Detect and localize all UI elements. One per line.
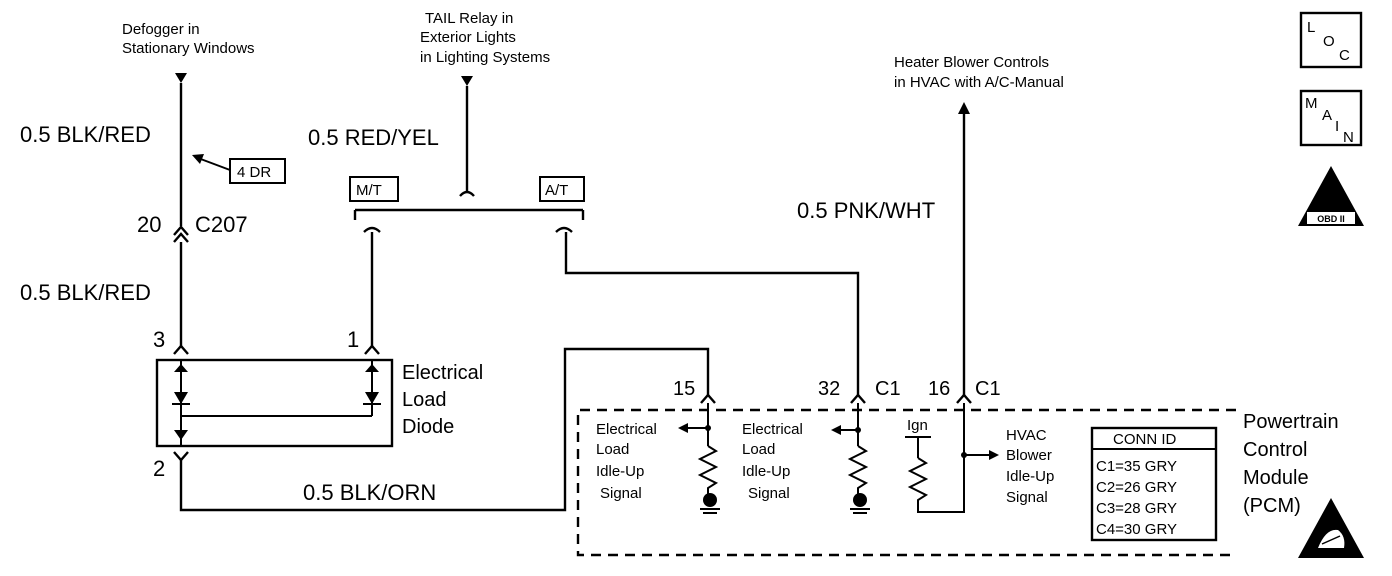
- tail-relay-label-line2: Exterior Lights: [420, 29, 516, 46]
- pcm-pin-16-terminal: [956, 393, 972, 404]
- signal-b-line4: Signal: [748, 485, 790, 502]
- at-tag: A/T: [539, 176, 585, 202]
- defogger-arrow-icon: [175, 73, 187, 83]
- blk-orn-label: 0.5 BLK/ORN: [303, 480, 436, 505]
- tail-relay-arrow-icon: [461, 76, 473, 86]
- conn-id-row: C2=26 GRY: [1096, 479, 1177, 496]
- heater-blower-label-line2: in HVAC with A/C-Manual: [894, 74, 1064, 91]
- diode-pin-1-label: 1: [347, 327, 359, 352]
- mt-splice: [363, 226, 381, 233]
- defogger-label-line1: Defogger in: [122, 21, 200, 38]
- signal-c-line4: Signal: [1006, 489, 1048, 506]
- blk-red-bottom-label: 0.5 BLK/RED: [20, 280, 151, 305]
- pcm-label-line1: Powertrain: [1243, 411, 1339, 433]
- svg-text:N: N: [1343, 129, 1354, 146]
- c207-pin-label: 20: [137, 212, 161, 237]
- loc-icon[interactable]: L O C: [1299, 11, 1363, 69]
- four-door-arrow-icon: [192, 154, 204, 164]
- pcm-pin-15-label: 15: [673, 378, 695, 400]
- pcm-pin-32-terminal: [850, 393, 866, 404]
- svg-text:M: M: [1305, 95, 1318, 112]
- main-icon[interactable]: M A I N: [1299, 89, 1363, 147]
- diode-pin-1-terminal: [364, 344, 380, 355]
- pcm-pin-32-connector: C1: [875, 378, 901, 400]
- ign-label: Ign: [907, 417, 928, 434]
- diode-label-line1: Electrical: [402, 362, 483, 384]
- electrical-load-diode: [155, 358, 394, 448]
- pnk-wht-label: 0.5 PNK/WHT: [797, 198, 935, 223]
- conn-id-table: CONN ID C1=35 GRY C2=26 GRY C3=28 GRY C4…: [1090, 426, 1218, 542]
- diode-pin-3-label: 3: [153, 327, 165, 352]
- pcm-label-line2: Control: [1243, 439, 1307, 461]
- idle-up-circuit-b: [831, 403, 870, 514]
- svg-text:I: I: [1335, 118, 1339, 135]
- defogger-label-line2: Stationary Windows: [122, 40, 255, 57]
- tail-relay-label-line3: in Lighting Systems: [420, 49, 550, 66]
- pcm-label-line3: Module: [1243, 467, 1309, 489]
- signal-a-line2: Load: [596, 441, 629, 458]
- diode-label-line3: Diode: [402, 416, 454, 438]
- at-splice: [555, 226, 573, 233]
- pcm-pin-16-connector: C1: [975, 378, 1001, 400]
- diode-pin-2-label: 2: [153, 456, 165, 481]
- four-door-tag-label: 4 DR: [237, 164, 271, 181]
- signal-c-line2: Blower: [1006, 447, 1052, 464]
- ground-icon: [853, 493, 867, 507]
- c207-connector-icon: [173, 225, 189, 243]
- svg-text:OBD II: OBD II: [1317, 214, 1345, 224]
- svg-text:II: II: [1327, 192, 1336, 209]
- svg-text:C: C: [1339, 47, 1350, 64]
- conn-id-title: CONN ID: [1113, 431, 1177, 448]
- conn-id-row: C3=28 GRY: [1096, 500, 1177, 517]
- heater-blower-arrow-icon: [958, 102, 970, 114]
- signal-b-line1: Electrical: [742, 421, 803, 438]
- diode-pin-2-terminal: [173, 451, 189, 462]
- signal-b-line3: Idle-Up: [742, 463, 790, 480]
- heater-blower-label-line1: Heater Blower Controls: [894, 54, 1049, 71]
- at-tag-label: A/T: [545, 182, 568, 199]
- at-wire: [564, 232, 860, 395]
- svg-text:L: L: [1307, 19, 1315, 36]
- diode-pin-3-terminal: [173, 344, 189, 355]
- mt-tag-label: M/T: [356, 182, 382, 199]
- diode-label-line2: Load: [402, 389, 447, 411]
- conn-id-row: C4=30 GRY: [1096, 521, 1177, 538]
- red-yel-label: 0.5 RED/YEL: [308, 125, 439, 150]
- mt-tag: M/T: [349, 176, 399, 202]
- pcm-pin-15-terminal: [700, 393, 716, 404]
- idle-up-circuit-a: [678, 403, 720, 514]
- four-door-tag: 4 DR: [192, 154, 286, 184]
- red-yel-bus-ends: [353, 210, 585, 220]
- svg-text:A: A: [1322, 107, 1332, 124]
- conn-id-row: C1=35 GRY: [1096, 458, 1177, 475]
- pcm-outline: [576, 408, 1236, 557]
- esd-warning-icon: [1298, 498, 1364, 558]
- svg-text:O: O: [1323, 33, 1335, 50]
- signal-a-line3: Idle-Up: [596, 463, 644, 480]
- signal-b-line2: Load: [742, 441, 775, 458]
- pcm-label-line4: (PCM): [1243, 495, 1301, 517]
- blk-red-top-label: 0.5 BLK/RED: [20, 122, 151, 147]
- signal-c-line3: Idle-Up: [1006, 468, 1054, 485]
- signal-a-line1: Electrical: [596, 421, 657, 438]
- pcm-pin-16-label: 16: [928, 378, 950, 400]
- signal-c-line1: HVAC: [1006, 427, 1047, 444]
- pcm-pin-32-label: 32: [818, 378, 840, 400]
- c207-connector-label: C207: [195, 212, 248, 237]
- blk-orn-wire: [179, 347, 710, 512]
- tail-relay-label-line1: TAIL Relay in: [425, 10, 513, 27]
- signal-a-line4: Signal: [600, 485, 642, 502]
- hvac-idle-up-circuit: [905, 403, 999, 513]
- red-yel-splice: [459, 190, 475, 197]
- obd-ii-icon[interactable]: II OBD II: [1298, 166, 1364, 226]
- ground-icon: [703, 493, 717, 507]
